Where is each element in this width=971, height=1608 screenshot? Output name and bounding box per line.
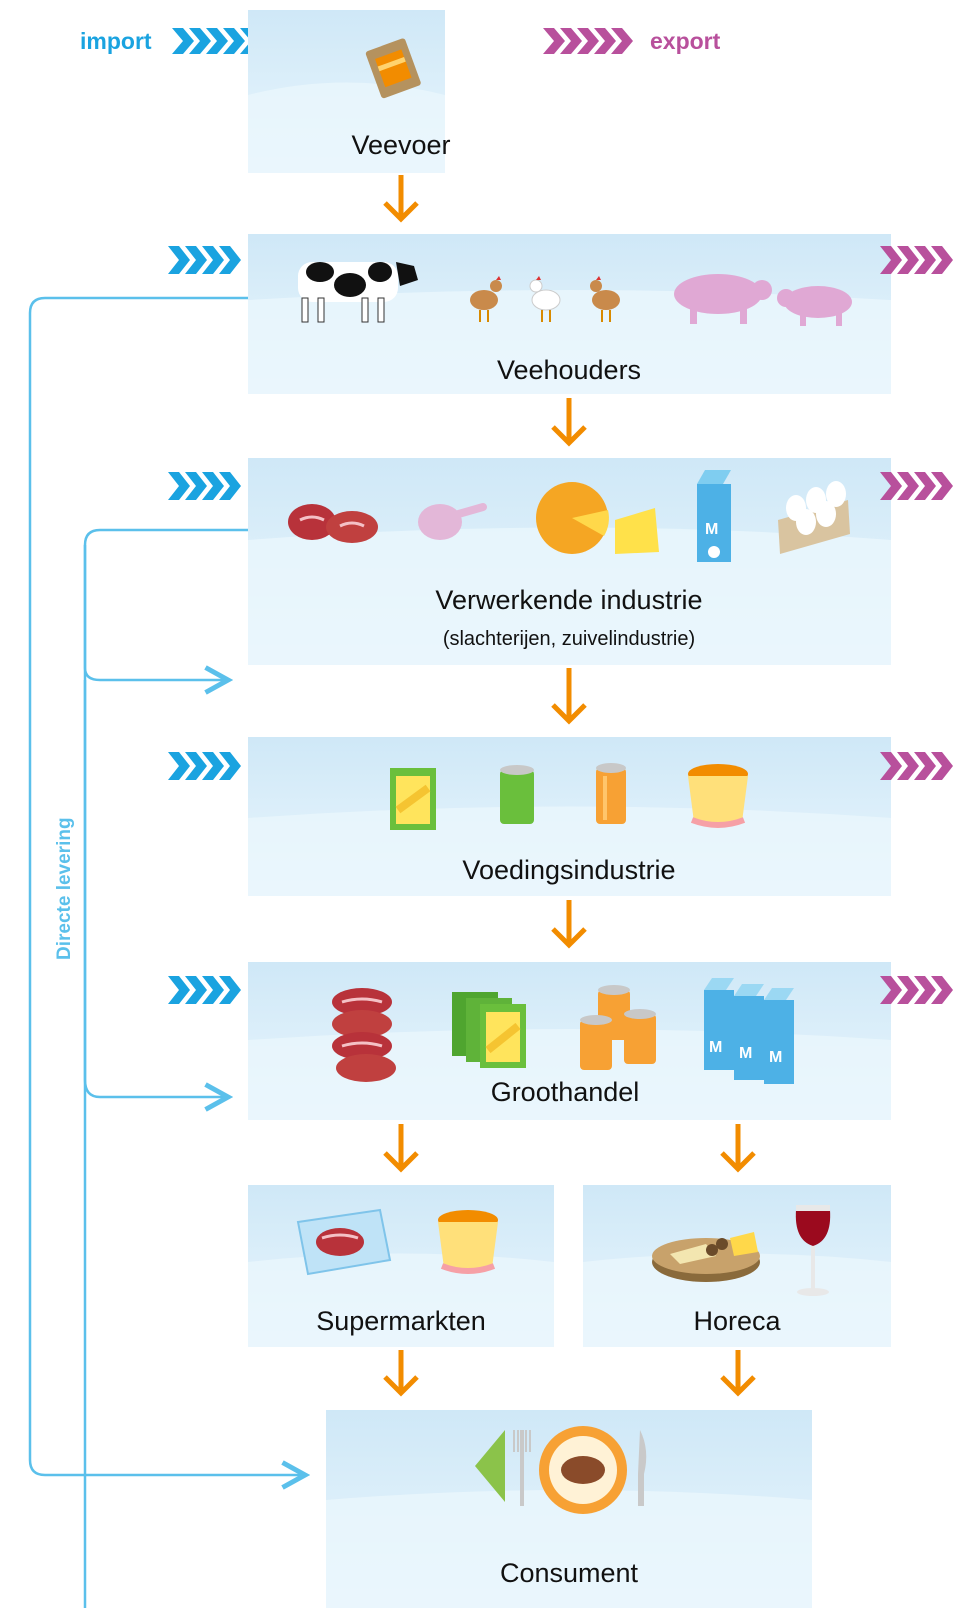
svg-text:M: M [709,1039,722,1056]
svg-text:M: M [705,521,718,538]
stage-label: Veevoer [351,130,450,160]
stage-verwerkende-industrie: M Verwerkende industrie (slachterijen, z… [168,458,953,665]
import-chevrons-icon [168,472,241,500]
stage-label: Supermarkten [316,1306,486,1336]
can-icon [500,765,534,824]
packaged-meat-icon [296,1208,392,1276]
direct-delivery-label: Directe levering [54,817,75,960]
boxes-icon [452,992,526,1068]
stage-label: Consument [500,1558,639,1588]
fork-icon [513,1430,531,1506]
pig-icon [674,274,772,324]
stage-horeca: Horeca [583,1185,891,1347]
meat-icon [288,504,378,543]
stage-groothandel: M M M Groothandel [168,962,953,1120]
import-label: import [80,28,152,54]
feed-bag-icon [365,38,421,99]
down-arrow [551,900,587,949]
cans-icon [580,985,656,1070]
svg-text:M: M [769,1049,782,1066]
down-arrow [720,1124,756,1173]
down-arrow [383,175,419,223]
import-chevrons-icon [172,28,262,54]
chicken-icon [529,276,561,322]
direct-delivery-lines [28,296,305,1608]
box-icon [390,768,436,830]
wine-glass-icon [795,1205,831,1296]
eggs-icon [778,481,850,554]
stage-label: Veehouders [497,355,641,385]
cheese-icon [536,482,659,554]
plate-icon [539,1426,627,1514]
down-arrow [383,1124,419,1173]
stage-veevoer: Veevoer [248,10,451,173]
cup-icon [688,764,748,828]
stage-label: Horeca [693,1306,781,1336]
meat-stack-icon [332,988,396,1082]
cup-icon [438,1210,498,1274]
down-arrow [720,1350,756,1397]
chicken-icon [590,276,620,322]
export-chevrons-icon [880,752,953,780]
stage-sublabel: (slachterijen, zuivelindustrie) [443,628,695,650]
napkin-icon [475,1430,505,1502]
pig-icon [777,286,852,326]
import-chevrons-icon [168,246,241,274]
export-label: export [650,28,721,54]
chicken-icon [470,276,502,322]
down-arrow [551,398,587,447]
stage-label: Groothandel [491,1077,640,1107]
chicken-leg-icon [418,503,487,540]
stage-label: Voedingsindustrie [462,855,675,885]
stage-consument: Consument [326,1410,812,1608]
export-chevrons-icon [880,472,953,500]
stage-voedingsindustrie: Voedingsindustrie [168,737,953,896]
stage-veehouders: Veehouders [168,234,953,394]
down-arrow [551,668,587,725]
down-arrow [383,1350,419,1397]
cow-icon [298,262,418,323]
export-chevrons-icon [543,28,633,54]
stage-supermarkten: Supermarkten [248,1185,554,1347]
cheese-board-icon [652,1232,760,1282]
milk-carton-icon: M [697,470,731,562]
can-icon [596,763,626,824]
stage-label: Verwerkende industrie [435,585,702,615]
export-chevrons-icon [880,246,953,274]
import-chevrons-icon [168,976,241,1004]
milk-cartons-icon: M M M [704,978,794,1084]
export-chevrons-icon [880,976,953,1004]
knife-icon [638,1430,647,1506]
svg-text:M: M [739,1045,752,1062]
import-chevrons-icon [168,752,241,780]
